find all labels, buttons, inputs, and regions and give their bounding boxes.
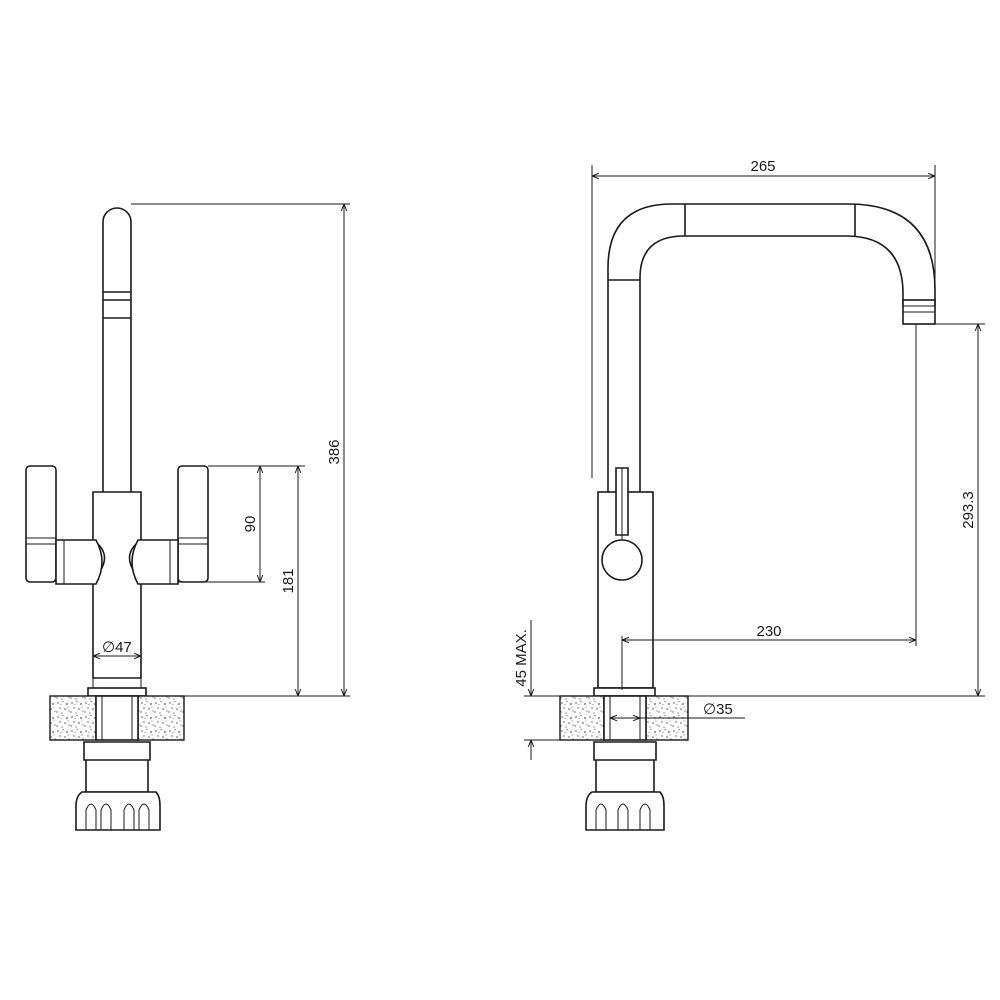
side-base-ring (593, 687, 656, 697)
dim-label-265: 265 (750, 158, 775, 175)
side-worktop-left (559, 695, 605, 741)
front-worktop-left (49, 695, 97, 741)
side-lever (601, 467, 643, 581)
front-right-handle (131, 465, 209, 585)
front-fixing-nut (75, 791, 161, 831)
dim-label-230: 230 (756, 623, 781, 640)
dim-label-90: 90 (242, 516, 259, 533)
dim-label-47: ∅47 (102, 639, 132, 656)
diameter-symbol: ∅ (102, 639, 115, 656)
side-spout-outer (607, 203, 936, 492)
side-spout-inner (639, 235, 904, 492)
front-spout-column (102, 207, 132, 492)
front-shank (95, 695, 139, 741)
side-back-nut (593, 741, 657, 793)
front-left-handle (25, 465, 103, 585)
dim-label-293: 293.3 (960, 491, 977, 529)
front-base-ring (87, 687, 147, 697)
dim-label-45max: 45 MAX. (513, 629, 530, 687)
front-worktop-right (137, 695, 185, 741)
dim-label-35: ∅35 (703, 701, 733, 718)
side-view: 265 293.3 230 45 MAX. ∅35 (513, 158, 985, 831)
front-view: 386 90 181 ∅47 (25, 203, 350, 831)
dim-label-386: 386 (326, 439, 343, 464)
side-fixing-nut (585, 791, 665, 831)
dim-label-181: 181 (280, 568, 297, 593)
front-back-nut (83, 741, 151, 793)
diameter-symbol: ∅ (703, 701, 716, 718)
